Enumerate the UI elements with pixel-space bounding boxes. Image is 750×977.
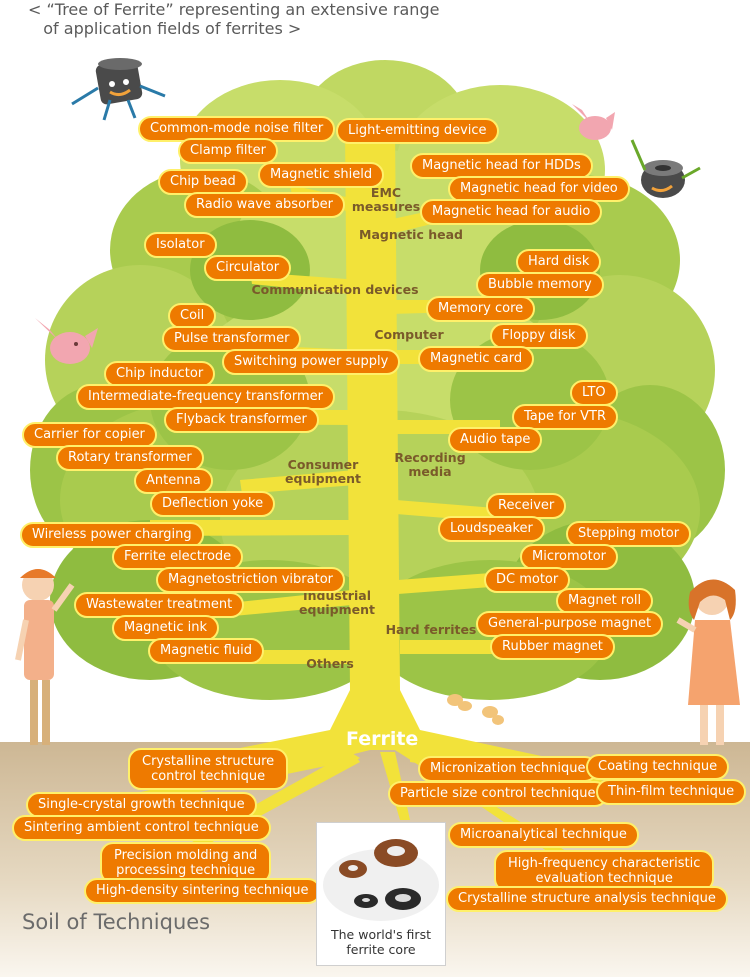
category-communication-devices: Communication devices (251, 282, 419, 297)
technique-pill: Microanalytical technique (448, 822, 639, 848)
application-pill: Ferrite electrode (112, 544, 244, 570)
ferrite-core-character-icon (630, 139, 701, 198)
technique-pill: Particle size control technique (388, 781, 608, 807)
technique-pill: Single-crystal growth technique (26, 792, 257, 818)
application-pill: Audio tape (448, 427, 543, 453)
application-pill: Clamp filter (178, 138, 278, 164)
application-pill: Magnetic head for audio (420, 199, 603, 225)
category-magnetic-head: Magnetic head (359, 227, 463, 242)
application-pill: Stepping motor (566, 521, 692, 547)
application-pill: Magnetic card (418, 346, 535, 372)
application-pill: Wireless power charging (20, 522, 204, 548)
technique-pill: Micronization technique (418, 756, 598, 782)
application-pill: Magnetic shield (258, 162, 385, 188)
category-consumer-equipment: Consumer equipment (285, 457, 361, 486)
girl-figure-icon (676, 579, 740, 745)
application-pill: Hard disk (516, 249, 602, 275)
category-others: Others (306, 656, 354, 671)
ferrite-core-icon (323, 839, 439, 921)
application-pill: Magnetic fluid (148, 638, 264, 664)
application-pill: LTO (570, 380, 618, 406)
girl-figure-icon (15, 569, 75, 745)
bird-icon (572, 104, 615, 140)
technique-pill: High-density sintering technique (84, 878, 321, 904)
application-pill: Tape for VTR (512, 404, 619, 430)
soil-label: Soil of Techniques (22, 910, 211, 934)
application-pill: Rotary transformer (56, 445, 204, 471)
butterfly-icon (447, 694, 504, 725)
category-recording-media: Recording media (394, 450, 466, 479)
technique-pill: Crystalline structure control technique (128, 748, 289, 790)
application-pill: DC motor (484, 567, 571, 593)
application-pill: Magnetic ink (112, 615, 220, 641)
technique-pill: Crystalline structure analysis technique (446, 886, 728, 912)
category-emc-measures: EMC measures (351, 185, 421, 214)
application-pill: Bubble memory (476, 272, 604, 298)
ferrite-core-character-icon (71, 58, 166, 121)
category-industrial-equipment: Industrial equipment (299, 588, 375, 617)
application-pill: Micromotor (520, 544, 619, 570)
application-pill: Common-mode noise filter (138, 116, 336, 142)
page-title: < “Tree of Ferrite” representing an exte… (28, 0, 440, 38)
bird-icon (35, 318, 98, 364)
application-pill: Loudspeaker (438, 516, 545, 542)
core-caption: The world's first ferrite core (331, 927, 431, 957)
application-pill: Antenna (134, 468, 213, 494)
category-hard-ferrites: Hard ferrites (385, 622, 477, 637)
ferrite-core-photo: The world's first ferrite core (316, 822, 446, 966)
application-pill: Magnetostriction vibrator (156, 567, 345, 593)
application-pill: Deflection yoke (150, 491, 276, 517)
category-computer: Computer (374, 327, 444, 342)
technique-pill: High-frequency characteristic evaluation… (494, 850, 715, 892)
application-pill: Light-emitting device (336, 118, 499, 144)
application-pill: Radio wave absorber (184, 192, 345, 218)
application-pill: Intermediate-frequency transformer (76, 384, 335, 410)
root-label: Ferrite (346, 728, 419, 750)
application-pill: General-purpose magnet (476, 611, 664, 637)
application-pill: Floppy disk (490, 323, 588, 349)
application-pill: Isolator (144, 232, 217, 258)
technique-pill: Thin-film technique (596, 779, 747, 805)
application-pill: Switching power supply (222, 349, 401, 375)
application-pill: Circulator (204, 255, 292, 281)
application-pill: Flyback transformer (164, 407, 319, 433)
application-pill: Memory core (426, 296, 536, 322)
technique-pill: Sintering ambient control technique (12, 815, 271, 841)
technique-pill: Coating technique (586, 754, 730, 780)
application-pill: Rubber magnet (490, 634, 615, 660)
